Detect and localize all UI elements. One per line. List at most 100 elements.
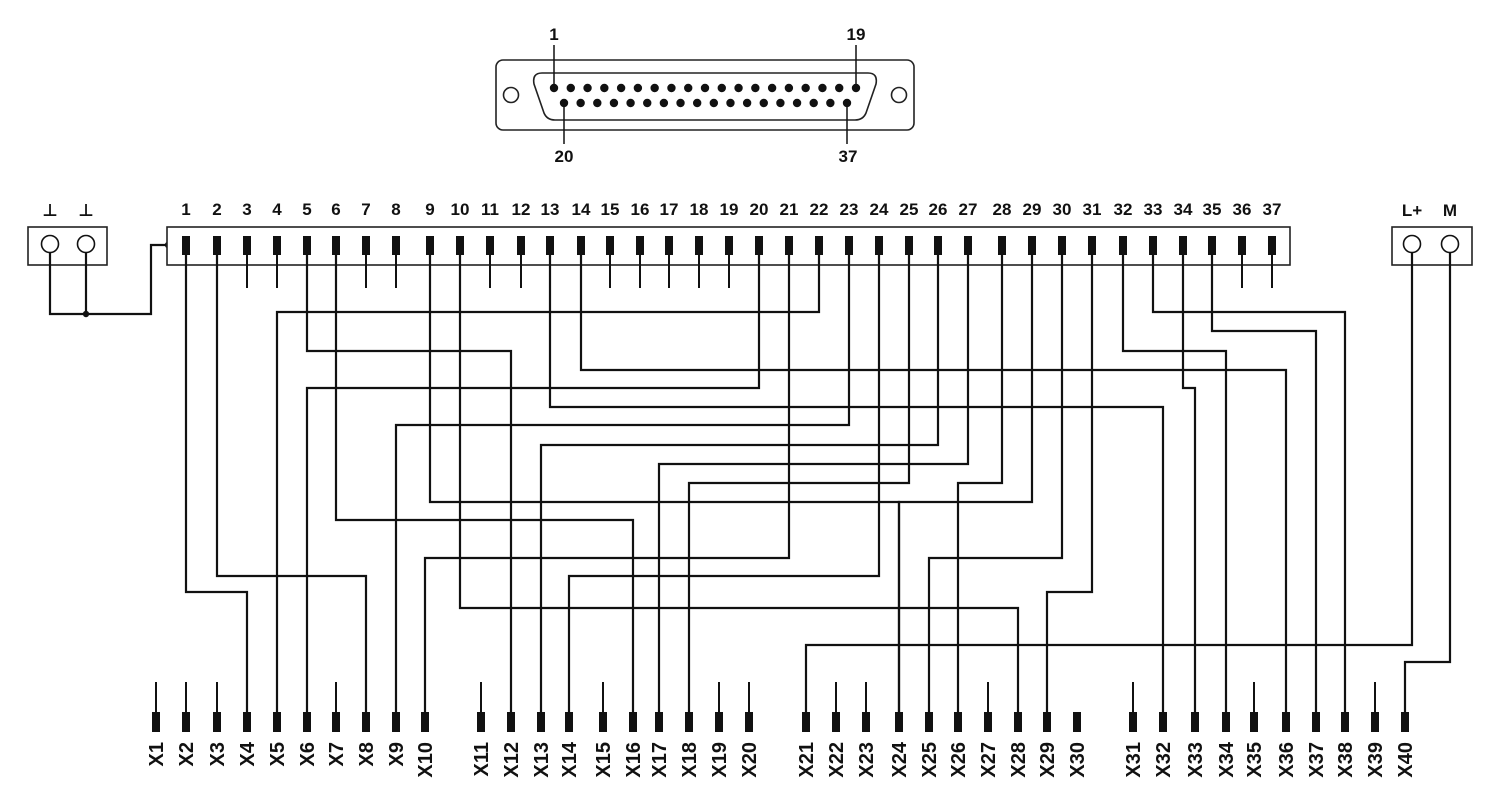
output-pin-X36 [1282, 712, 1290, 732]
pin-label-6: 6 [331, 200, 340, 219]
dsub-pin-4 [600, 83, 609, 93]
pin-label-37: 37 [1263, 200, 1282, 219]
output-pin-X38 [1341, 712, 1349, 732]
pin-label-5: 5 [302, 200, 311, 219]
output-label-X23: X23 [856, 742, 878, 778]
header-pin-37 [1268, 236, 1276, 255]
output-label-X24: X24 [889, 741, 911, 777]
output-pin-X30 [1073, 712, 1081, 732]
output-pin-X11 [477, 712, 485, 732]
header-pin-31 [1088, 236, 1096, 255]
output-label-X28: X28 [1008, 742, 1030, 778]
dsub-pin-35 [809, 98, 818, 108]
pin-label-10: 10 [451, 200, 470, 219]
output-pin-X22 [832, 712, 840, 732]
header-pin-33 [1149, 236, 1157, 255]
output-label-X1: X1 [146, 742, 168, 766]
wire-31-to-X29 [1045, 255, 1094, 714]
output-pin-X39 [1371, 712, 1379, 732]
header-pin-11 [486, 236, 494, 255]
header-pin-16 [636, 236, 644, 255]
output-label-X18: X18 [679, 742, 701, 778]
output-label-X12: X12 [501, 742, 523, 778]
header-pin-35 [1208, 236, 1216, 255]
pin-label-7: 7 [361, 200, 370, 219]
pin-label-28: 28 [993, 200, 1012, 219]
dsub-pin-1 [549, 83, 559, 93]
output-label-X25: X25 [919, 742, 941, 778]
output-pin-X20 [745, 712, 753, 732]
pin-label-13: 13 [541, 200, 560, 219]
output-label-X5: X5 [267, 742, 289, 766]
output-pin-X2 [182, 712, 190, 732]
output-label-X31: X31 [1123, 742, 1145, 778]
wire-2-to-X8 [215, 255, 368, 714]
output-pin-X17 [655, 712, 663, 732]
ground-terminal-1 [40, 234, 60, 254]
header-pin-15 [606, 236, 614, 255]
output-label-X10: X10 [415, 742, 437, 778]
header-pin-13 [546, 236, 554, 255]
header-pin-32 [1119, 236, 1127, 255]
dsub-label-1: 1 [549, 25, 558, 44]
wire-22-to-X5 [275, 255, 821, 714]
output-pin-X16 [629, 712, 637, 732]
pin-label-12: 12 [512, 200, 531, 219]
header-pin-29 [1028, 236, 1036, 255]
dsub-pin-14 [767, 83, 777, 93]
output-pin-X9 [392, 712, 400, 732]
header-pin-17 [665, 236, 673, 255]
header-pin-8 [392, 236, 400, 255]
dsub-pin-10 [700, 83, 710, 93]
ground-symbol-1: ⊥ [42, 201, 58, 220]
output-label-X40: X40 [1395, 742, 1417, 778]
output-label-X6: X6 [297, 742, 319, 766]
dsub-pin-17 [818, 83, 827, 93]
output-label-X20: X20 [739, 742, 761, 778]
output-pin-X31 [1129, 712, 1137, 732]
wire-13-to-X32 [548, 255, 1165, 714]
output-label-X13: X13 [531, 742, 553, 778]
dsub-connector: 1 19 20 37 [495, 25, 915, 166]
pin-label-31: 31 [1083, 200, 1102, 219]
output-pin-X4 [243, 712, 251, 732]
pin-label-15: 15 [601, 200, 620, 219]
wire-27-to-X17 [657, 255, 970, 714]
pin-label-17: 17 [660, 200, 679, 219]
output-pin-X15 [599, 712, 607, 732]
output-pin-X12 [507, 712, 515, 732]
pin-label-29: 29 [1023, 200, 1042, 219]
dsub-pin-20 [559, 98, 569, 108]
header-pin-27 [964, 236, 972, 255]
pin-label-9: 9 [425, 200, 434, 219]
output-pin-X40 [1401, 712, 1409, 732]
dsub-pin-31 [742, 98, 752, 108]
output-pin-X29 [1043, 712, 1051, 732]
wire-25-to-X18 [687, 255, 911, 714]
supply-terminal-m [1440, 234, 1460, 254]
pin-label-34: 34 [1174, 200, 1193, 219]
output-label-X30: X30 [1067, 742, 1089, 778]
wire-23-to-X9 [394, 255, 851, 714]
header-pin-26 [934, 236, 942, 255]
dsub-pin-27 [676, 98, 685, 108]
pin-label-21: 21 [780, 200, 799, 219]
output-pin-X18 [685, 712, 693, 732]
header-pin-34 [1179, 236, 1187, 255]
pin-label-1: 1 [181, 200, 190, 219]
dsub-pin-2 [566, 83, 575, 93]
wire-29-to-X24 [897, 255, 1034, 714]
header-pin-36 [1238, 236, 1246, 255]
dsub-label-37: 37 [839, 147, 858, 166]
output-pin-X10 [421, 712, 429, 732]
header-pin-22 [815, 236, 823, 255]
dsub-screw-hole-left [502, 86, 520, 104]
ground-box [27, 226, 108, 266]
dsub-pin-26 [659, 98, 669, 108]
output-pin-X21 [802, 712, 810, 732]
pin-label-26: 26 [929, 200, 948, 219]
header-pin-21 [785, 236, 793, 255]
dsub-shell [532, 72, 878, 121]
header-pin-5 [303, 236, 311, 255]
output-pin-X32 [1159, 712, 1167, 732]
